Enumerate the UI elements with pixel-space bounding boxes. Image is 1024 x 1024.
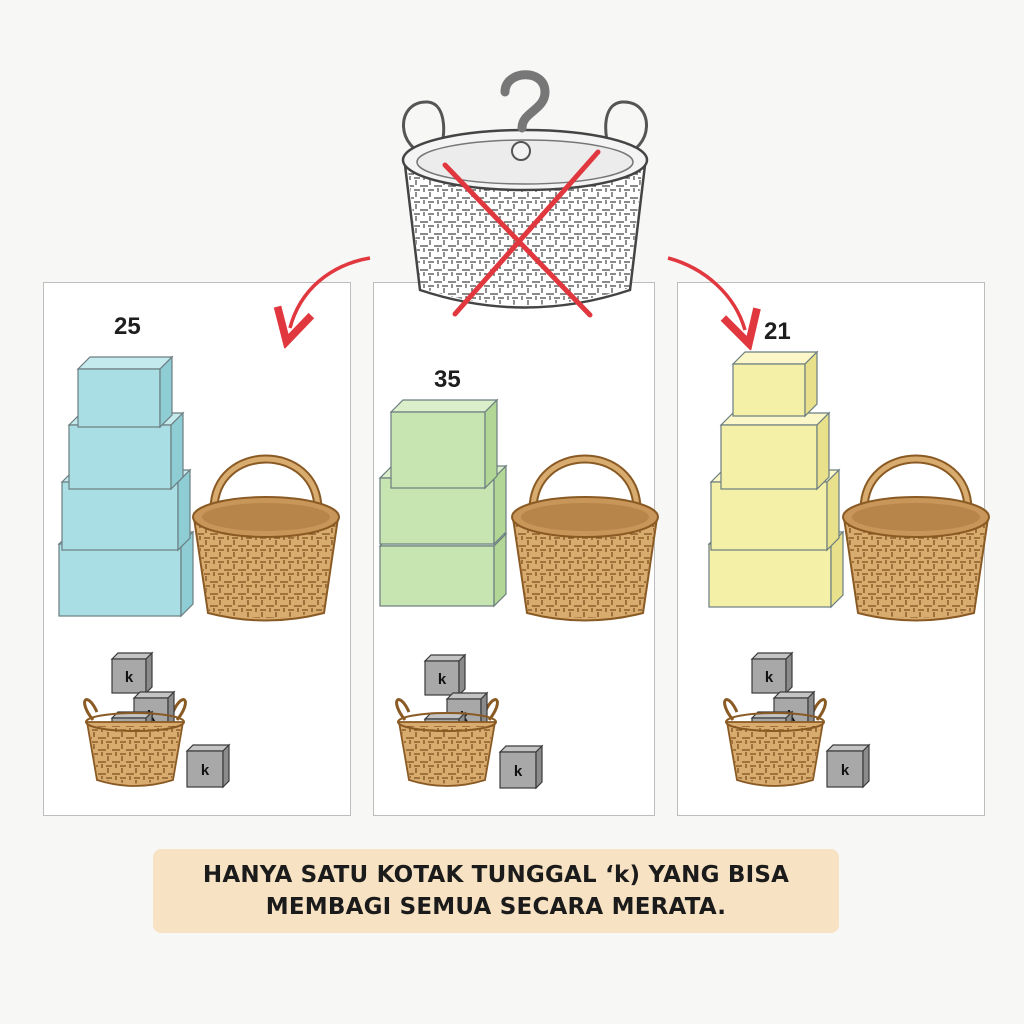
k-box-icon: k (498, 744, 544, 790)
stacked-cube (378, 532, 508, 608)
k-box-label: k (514, 763, 523, 780)
stacked-cubes-3 (707, 350, 845, 609)
basket-icon (842, 454, 990, 622)
stacked-cube (707, 530, 845, 609)
k-box-icon: k (750, 651, 794, 695)
count-label-2: 35 (434, 366, 461, 393)
k-box-icon: k (185, 743, 231, 789)
stacked-cube (67, 411, 185, 491)
question-mark-icon (500, 70, 550, 161)
count-label-1: 25 (114, 313, 141, 340)
k-box-icon: k (110, 651, 154, 695)
k-box-label: k (201, 762, 210, 779)
stacked-cube (719, 411, 831, 491)
count-label-3: 21 (764, 318, 791, 345)
k-box-icon: k (423, 653, 467, 697)
caption-text: HANYA SATU KOTAK TUNGGAL ‘k) YANG BISA M… (202, 862, 790, 920)
k-box-label: k (841, 762, 850, 779)
cross-out-icon (442, 149, 601, 318)
stacked-cube (389, 398, 499, 490)
basket-icon (511, 454, 659, 622)
k-box-label: k (125, 669, 134, 686)
stacked-cube (731, 350, 819, 418)
stacked-cubes-1 (57, 355, 195, 618)
caption-box: HANYA SATU KOTAK TUNGGAL ‘k) YANG BISA M… (153, 849, 839, 933)
stacked-cube (76, 355, 174, 429)
k-box-icon: k (825, 743, 871, 789)
stacked-cubes-2 (378, 398, 508, 608)
empty-basket-icon (401, 100, 649, 309)
k-box-label: k (765, 669, 774, 686)
arrow-right-icon (667, 256, 745, 330)
k-box-label: k (438, 671, 447, 688)
basket-icon (192, 454, 340, 622)
arrow-left-icon (290, 256, 371, 328)
